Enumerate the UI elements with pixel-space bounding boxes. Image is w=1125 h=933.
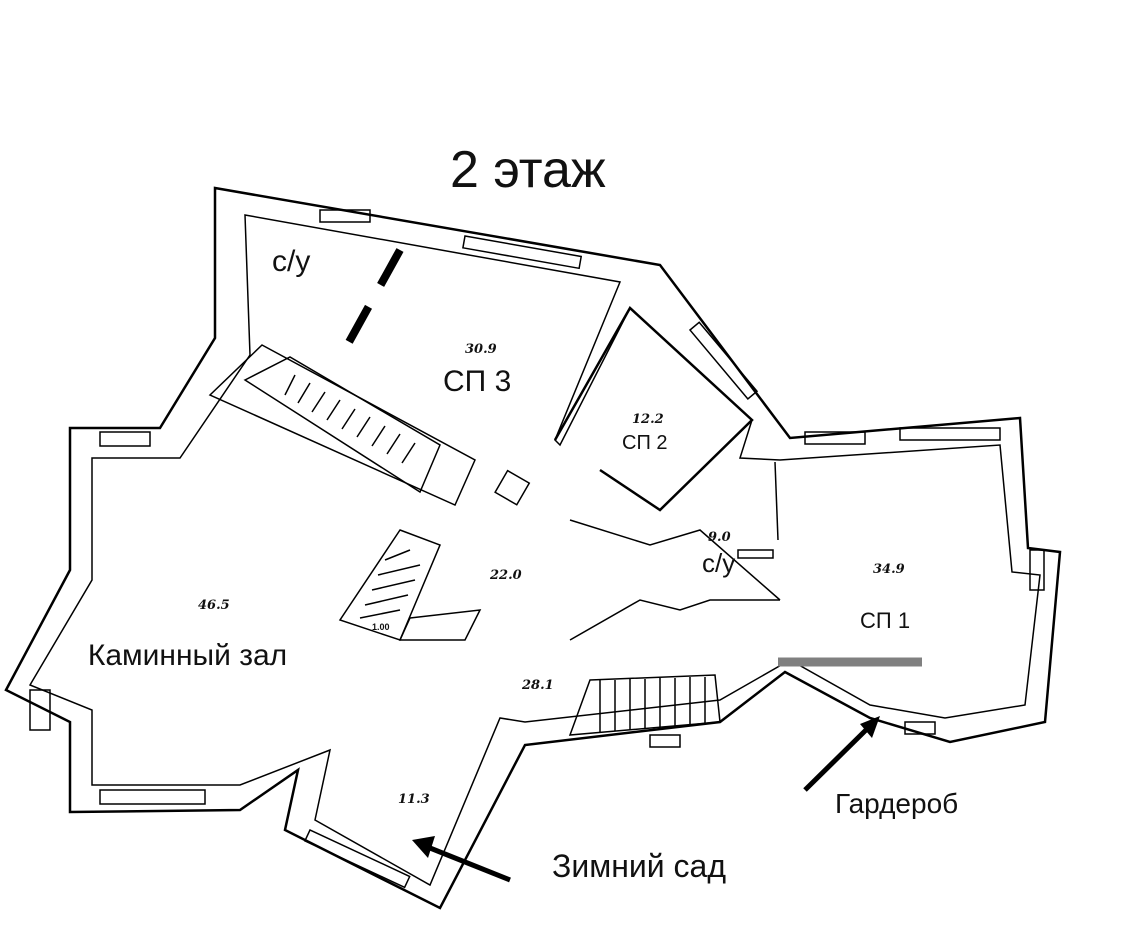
stair-upper-inner xyxy=(243,356,441,494)
room-label: с/у xyxy=(702,548,736,578)
stair-upper xyxy=(208,344,476,506)
room-area: 28.1 xyxy=(522,678,554,693)
callout-wardrobe: Гардероб xyxy=(835,788,959,819)
inner-wall xyxy=(28,214,1041,887)
room-label: СП 2 xyxy=(622,432,668,454)
floor-title: 2 этаж xyxy=(450,141,606,199)
room-area: 12.2 xyxy=(632,412,664,427)
stair-steps-upper xyxy=(284,374,416,464)
windows xyxy=(29,209,1045,889)
room-area: 11.3 xyxy=(398,792,430,807)
stair-steps-lower xyxy=(359,549,421,619)
stair-landing xyxy=(398,609,482,641)
room-label: СП 1 xyxy=(860,608,911,633)
room-area: 34.9 xyxy=(873,562,905,577)
room-area: 46.5 xyxy=(198,598,230,613)
callout-winter-garden: Зимний сад xyxy=(552,848,726,884)
sp2-wall xyxy=(553,306,754,512)
stair-lower xyxy=(338,529,441,641)
arrow-winter-garden-icon xyxy=(412,836,511,883)
room-label: СП 3 xyxy=(443,365,512,398)
room-label: Каминный зал xyxy=(87,639,288,672)
column xyxy=(494,469,531,506)
stair-mark: 1.00 xyxy=(372,622,390,632)
room-area: 22.0 xyxy=(490,568,522,583)
stair-steps-bottom xyxy=(599,677,706,732)
arrow-wardrobe-icon xyxy=(803,716,880,792)
room-label: с/у xyxy=(272,245,311,278)
wall-stub xyxy=(737,549,774,559)
outer-wall xyxy=(4,186,1062,910)
stair-bottom xyxy=(568,674,721,736)
bathroom-wall xyxy=(569,519,781,601)
sp1-wall xyxy=(774,461,779,541)
room-area: 30.9 xyxy=(465,342,497,357)
corridor-wall xyxy=(569,599,780,641)
bathroom-partition xyxy=(334,248,404,364)
room-area: 9.0 xyxy=(708,530,731,545)
